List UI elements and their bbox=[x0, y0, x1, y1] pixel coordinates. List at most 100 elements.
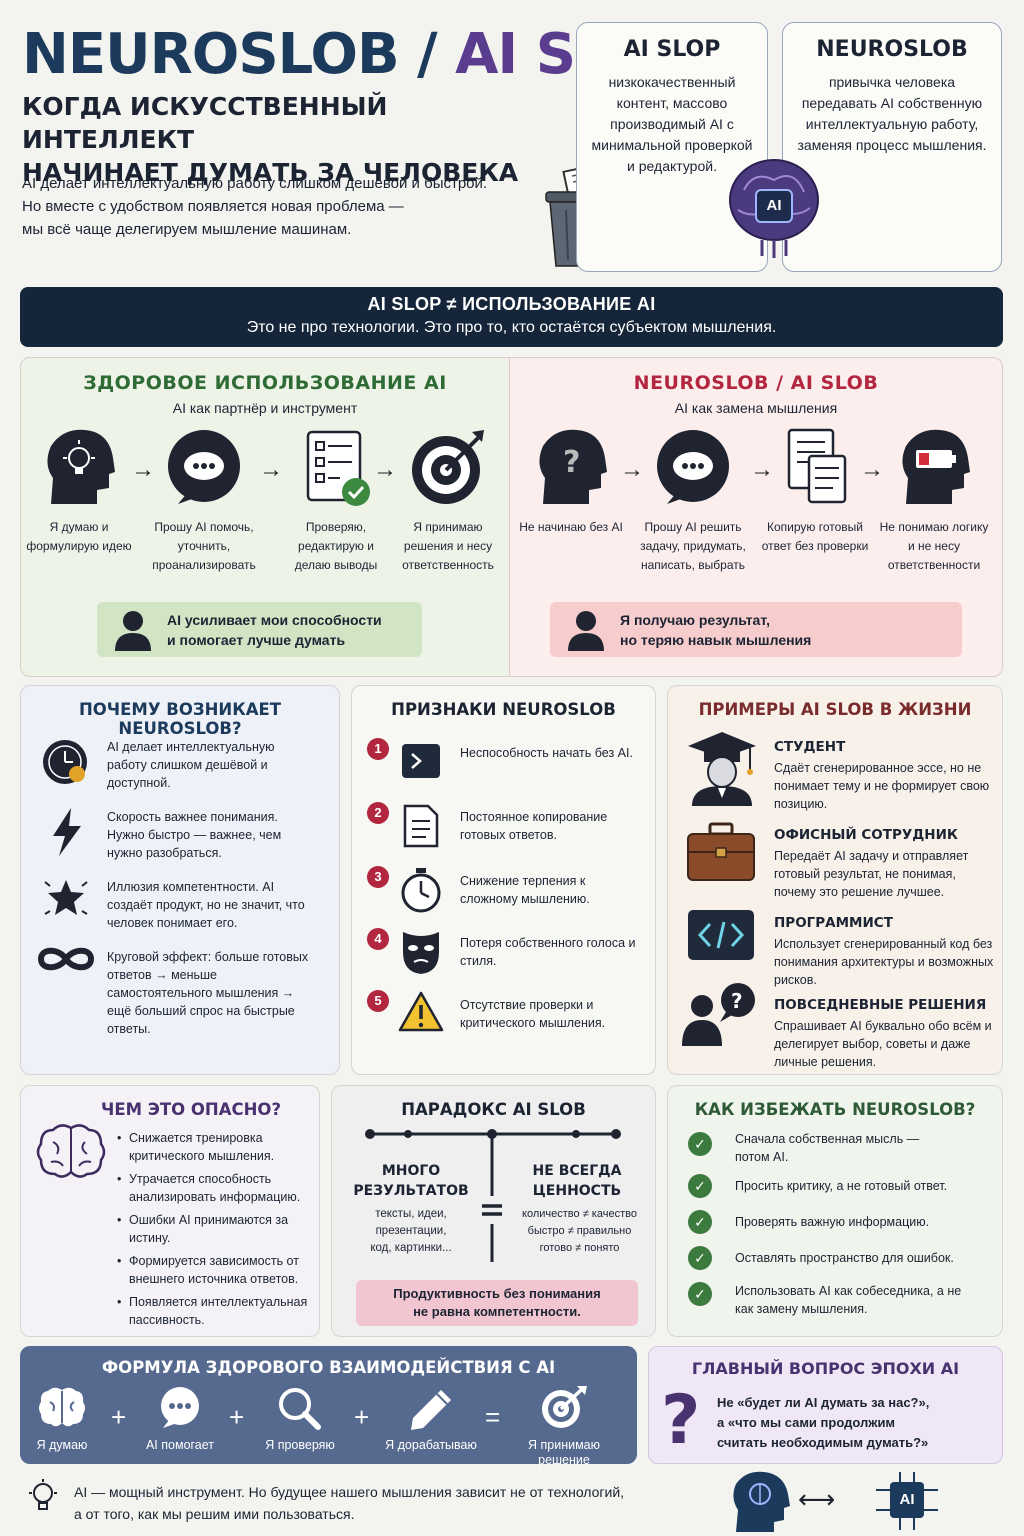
slob-callout: Я получаю результат, но теряю навык мышл… bbox=[550, 602, 962, 657]
why-item-3: Иллюзия компетентности. AI создаёт проду… bbox=[107, 880, 305, 930]
sign-item-3: Снижение терпения к сложному мышлению. bbox=[460, 874, 590, 906]
slob-step-3: Копирую готовый ответ без проверки bbox=[760, 426, 870, 556]
paradox-left-heading-1: МНОГО bbox=[381, 1163, 441, 1179]
avoid-item-2: Просить критику, а не готовый ответ. bbox=[735, 1179, 948, 1193]
slob-callout-line-2: но теряю навык мышления bbox=[620, 632, 812, 648]
chat-bubble-icon bbox=[161, 1387, 199, 1428]
check-icon: ✓ bbox=[688, 1246, 712, 1270]
slob-callout-line-1: Я получаю результат, bbox=[620, 612, 771, 628]
paradox-right-heading-2: ЦЕННОСТЬ bbox=[532, 1183, 622, 1199]
formula-think: Я думаю bbox=[14, 1386, 110, 1452]
danger-item-4: Формируется зависимость от внешнего исто… bbox=[117, 1253, 317, 1288]
ai-chip-icon: AI bbox=[872, 1470, 942, 1532]
title-separator: / bbox=[398, 22, 456, 87]
example-programmer: ПРОГРАММИСТ Использует сгенерированный к… bbox=[774, 914, 999, 989]
pencil-icon bbox=[411, 1390, 451, 1430]
healthy-step-3-caption: Проверяю, редактирую и делаю выводы bbox=[294, 520, 378, 572]
title-part-neuroslob: NEUROSLOB bbox=[22, 22, 400, 87]
footer-line-2: а от того, как мы решим ими пользоваться… bbox=[74, 1506, 355, 1522]
paradox-right-text: количество ≠ качество быстро ≠ правильно… bbox=[512, 1206, 647, 1257]
code-icon bbox=[688, 910, 754, 960]
footer-text: AI — мощный инструмент. Но будущее нашег… bbox=[74, 1481, 674, 1525]
balance-scale-icon bbox=[365, 1129, 621, 1262]
warning-icon bbox=[398, 991, 444, 1032]
healthy-step-4-caption: Я принимаю решения и несу ответственност… bbox=[402, 520, 494, 572]
brain-chip-icon: AI bbox=[724, 150, 824, 260]
formula-title: ФОРМУЛА ЗДОРОВОГО ВЗАИМОДЕЙСТВИЯ С AI bbox=[101, 1358, 556, 1377]
chat-bubble-icon bbox=[657, 430, 729, 504]
signs-card: ПРИЗНАКИ NEUROSLOB 1 Неспособность начат… bbox=[351, 685, 656, 1075]
formula-decide: Я принимаю решение bbox=[514, 1386, 614, 1468]
examples-title: ПРИМЕРЫ AI SLOB В ЖИЗНИ bbox=[698, 700, 972, 719]
healthy-step-4: Я принимаю решения и несу ответственност… bbox=[389, 426, 507, 575]
avoid-card: КАК ИЗБЕЖАТЬ NEUROSLOB? ✓ Сначала собств… bbox=[667, 1085, 1003, 1337]
head-brain-icon bbox=[733, 1471, 790, 1532]
main-question-panel: ГЛАВНЫЙ ВОПРОС ЭПОХИ AI ? Не «будет ли A… bbox=[648, 1346, 1003, 1464]
arrow-icon: → bbox=[620, 456, 644, 483]
formula-refine: Я дорабатываю bbox=[376, 1386, 486, 1452]
slob-step-2-caption: Прошу AI решить задачу, придумать, напис… bbox=[640, 520, 746, 572]
brain-icon bbox=[39, 1387, 85, 1427]
example-student: СТУДЕНТ Сдаёт сгенерированное эссе, но н… bbox=[774, 738, 999, 813]
why-title: ПОЧЕМУ ВОЗНИКАЕТ NEUROSLOB? bbox=[78, 700, 282, 738]
person-icon bbox=[115, 611, 151, 651]
danger-list: Снижается тренировка критического мышлен… bbox=[117, 1130, 317, 1335]
brain-outline-icon bbox=[36, 1124, 106, 1178]
intro-text: AI делает интеллектуальную работу слишко… bbox=[22, 172, 532, 241]
definition-card-ai-slop: AI SLOP низкокачественный контент, массо… bbox=[576, 22, 768, 272]
arrow-icon: → bbox=[131, 456, 155, 483]
subtitle-line-2: НАЧИНАЕТ ДУМАТЬ ЗА ЧЕЛОВЕКА bbox=[22, 158, 519, 187]
paradox-title: ПАРАДОКС AI SLOB bbox=[401, 1100, 586, 1119]
example-everyday-heading: ПОВСЕДНЕВНЫЕ РЕШЕНИЯ bbox=[774, 997, 987, 1013]
check-icon: ✓ bbox=[688, 1210, 712, 1234]
plus-sign: + bbox=[354, 1402, 370, 1432]
sign-number-2: 2 bbox=[367, 802, 389, 824]
healthy-step-2: Прошу AI помочь, уточнить, проанализиров… bbox=[149, 426, 259, 575]
sign-number-1: 1 bbox=[367, 738, 389, 760]
check-icon: ✓ bbox=[688, 1282, 712, 1306]
signs-title: ПРИЗНАКИ NEUROSLOB bbox=[391, 700, 616, 719]
question-line-2: а «что мы сами продолжим bbox=[717, 1415, 896, 1430]
head-low-battery-icon bbox=[902, 429, 970, 504]
formula-check-label: Я проверяю bbox=[265, 1438, 335, 1452]
definition-text-ai-slop: низкокачественный контент, массово произ… bbox=[591, 74, 753, 174]
svg-text:?: ? bbox=[563, 445, 580, 480]
plus-sign: + bbox=[229, 1402, 245, 1432]
example-everyday: ПОВСЕДНЕВНЫЕ РЕШЕНИЯ Спрашивает AI буква… bbox=[774, 996, 999, 1071]
mask-icon bbox=[403, 932, 439, 974]
arrow-icon: → bbox=[259, 456, 283, 483]
slob-step-3-caption: Копирую готовый ответ без проверки bbox=[761, 520, 869, 553]
briefcase-icon bbox=[687, 822, 755, 881]
avoid-title: КАК ИЗБЕЖАТЬ NEUROSLOB? bbox=[694, 1100, 976, 1119]
sign-number-5: 5 bbox=[367, 990, 389, 1012]
arrow-icon: → bbox=[860, 456, 884, 483]
target-icon bbox=[542, 1386, 587, 1428]
sign-item-1: Неспособность начать без AI. bbox=[460, 746, 633, 760]
danger-item-3: Ошибки AI принимаются за истину. bbox=[117, 1212, 317, 1247]
check-icon: ✓ bbox=[688, 1174, 712, 1198]
paradox-right-heading: НЕ ВСЕГДА ЦЕННОСТЬ bbox=[512, 1161, 642, 1201]
arrow-icon: → bbox=[750, 456, 774, 483]
example-office: ОФИСНЫЙ СОТРУДНИК Передаёт AI задачу и о… bbox=[774, 826, 999, 901]
formula-ai-helps-label: AI помогает bbox=[145, 1438, 215, 1452]
avoid-item-1: Сначала собственная мысль — потом AI. bbox=[735, 1132, 920, 1164]
magnifier-icon bbox=[279, 1388, 321, 1430]
formula-ai-helps: AI помогает bbox=[132, 1386, 228, 1452]
examples-card: ПРИМЕРЫ AI SLOB В ЖИЗНИ СТУДЕНТ Сдаёт сг… bbox=[667, 685, 1003, 1075]
why-item-4: Круговой эффект: больше готовых ответов … bbox=[107, 950, 309, 1036]
paradox-right-text-1: количество ≠ качество bbox=[522, 1208, 637, 1220]
healthy-callout-line-2: и помогает лучше думать bbox=[167, 632, 346, 648]
slob-step-2: Прошу AI решить задачу, придумать, напис… bbox=[634, 426, 752, 575]
sign-number-3: 3 bbox=[367, 866, 389, 888]
formula-check: Я проверяю bbox=[252, 1386, 348, 1452]
target-icon bbox=[412, 430, 484, 504]
checklist-icon bbox=[306, 430, 370, 506]
sign-item-5: Отсутствие проверки и критического мышле… bbox=[460, 998, 606, 1030]
paradox-right-text-2: быстро ≠ правильно bbox=[527, 1225, 632, 1237]
plus-sign: + bbox=[111, 1402, 127, 1432]
sign-item-4: Потеря собственного голоса и стиля. bbox=[460, 936, 636, 968]
formula-think-label: Я думаю bbox=[36, 1438, 88, 1452]
healthy-step-1-caption: Я думаю и формулирую идею bbox=[26, 520, 132, 553]
healthy-step-2-caption: Прошу AI помочь, уточнить, проанализиров… bbox=[152, 520, 256, 572]
key-message-banner: AI SLOP ≠ ИСПОЛЬЗОВАНИЕ AI Это не про те… bbox=[20, 287, 1003, 347]
